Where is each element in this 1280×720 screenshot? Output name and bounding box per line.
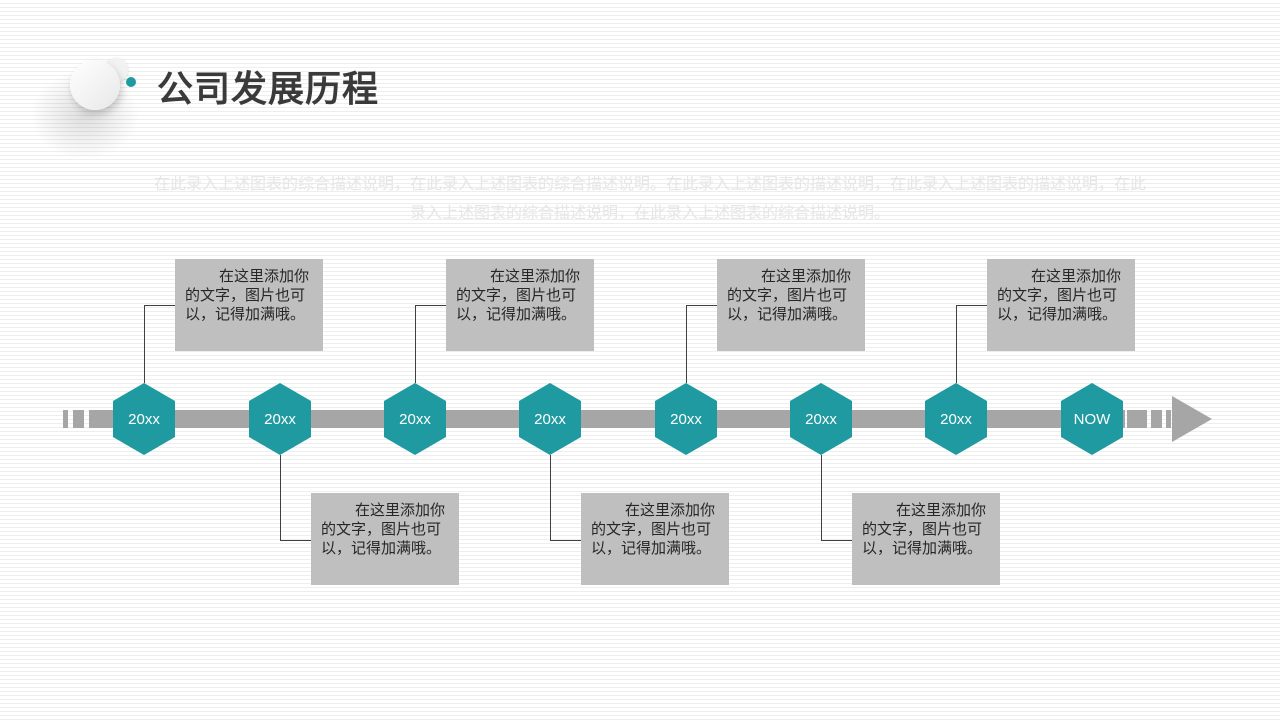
timeline-dash [73, 410, 84, 428]
milestone-textbox: 在这里添加你的文字，图片也可以，记得加满哦。 [446, 259, 594, 351]
timeline-node: 20xx [925, 383, 987, 455]
timeline-node: 20xx [655, 383, 717, 455]
milestone-textbox: 在这里添加你的文字，图片也可以，记得加满哦。 [311, 493, 459, 585]
connector-line [956, 305, 987, 306]
connector-line [821, 540, 852, 541]
milestone-textbox: 在这里添加你的文字，图片也可以，记得加满哦。 [175, 259, 323, 351]
timeline-bar [109, 410, 1125, 428]
decorative-dot [126, 77, 136, 87]
timeline-node: 20xx [384, 383, 446, 455]
timeline-dash [63, 410, 68, 428]
timeline-dash [1166, 410, 1171, 428]
description-text: 在此录入上述图表的综合描述说明，在此录入上述图表的综合描述说明。在此录入上述图表… [153, 176, 1146, 222]
timeline-arrow-icon [1172, 396, 1212, 442]
connector-line [280, 455, 281, 540]
connector-line [686, 305, 717, 306]
connector-line [415, 305, 446, 306]
milestone-textbox: 在这里添加你的文字，图片也可以，记得加满哦。 [581, 493, 729, 585]
connector-line [280, 540, 311, 541]
connector-line [415, 305, 416, 383]
timeline-node: 20xx [249, 383, 311, 455]
milestone-textbox: 在这里添加你的文字，图片也可以，记得加满哦。 [852, 493, 1000, 585]
timeline-node: 20xx [113, 383, 175, 455]
connector-line [550, 455, 551, 540]
timeline-node: 20xx [790, 383, 852, 455]
connector-line [686, 305, 687, 383]
milestone-textbox: 在这里添加你的文字，图片也可以，记得加满哦。 [717, 259, 865, 351]
timeline-dash [1151, 410, 1162, 428]
timeline-node: 20xx [519, 383, 581, 455]
connector-line [144, 305, 145, 383]
timeline-dash [1127, 410, 1147, 428]
connector-line [144, 305, 175, 306]
connector-line [550, 540, 581, 541]
connector-line [956, 305, 957, 383]
milestone-textbox: 在这里添加你的文字，图片也可以，记得加满哦。 [987, 259, 1135, 351]
timeline-dash [89, 410, 109, 428]
timeline-node: NOW [1061, 383, 1123, 455]
page-title: 公司发展历程 [157, 68, 380, 109]
decorative-circle-large [70, 60, 120, 110]
connector-line [821, 455, 822, 540]
